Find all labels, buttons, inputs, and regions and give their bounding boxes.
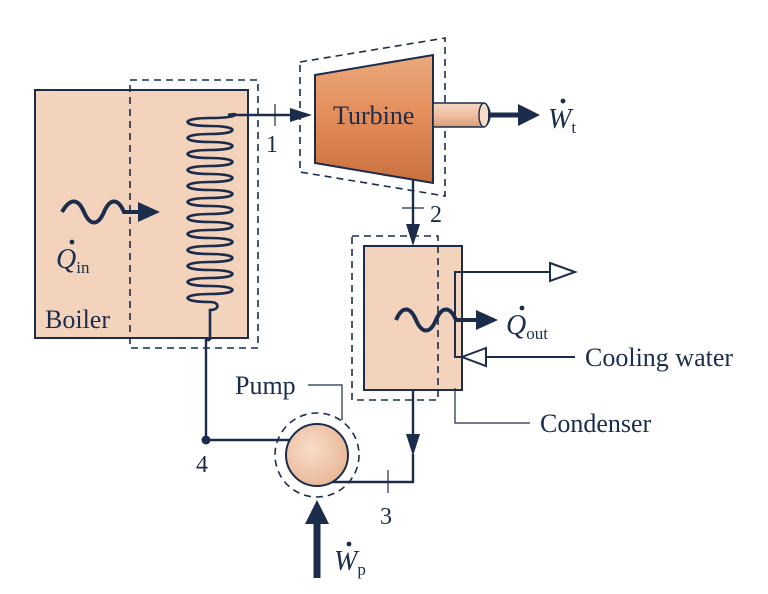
state-4-label: 4 bbox=[196, 452, 208, 478]
pump-control-volume bbox=[274, 412, 360, 498]
boiler-control-volume bbox=[129, 79, 259, 349]
heat-out-dot bbox=[519, 305, 525, 311]
cooling-water-in-arrow bbox=[459, 346, 487, 368]
heat-in-arrowhead bbox=[138, 202, 160, 222]
cooling-water-out-arrow bbox=[549, 261, 578, 283]
state-3-label: 3 bbox=[380, 504, 392, 530]
pump-work-symbol: Wp bbox=[334, 546, 366, 579]
turbine-label: Turbine bbox=[333, 101, 414, 130]
pump-work-dot bbox=[346, 541, 352, 547]
pump-leader bbox=[308, 384, 343, 420]
heat-out-wave bbox=[394, 307, 478, 333]
pipe-2-arrowhead bbox=[406, 224, 420, 246]
boiler-coil bbox=[186, 112, 237, 340]
work-out-arrowhead bbox=[518, 104, 540, 126]
heat-in-dot bbox=[69, 239, 75, 245]
state-4-node bbox=[201, 435, 211, 445]
turbine-work-symbol: Wt bbox=[548, 104, 576, 137]
condenser-label: Condenser bbox=[540, 409, 652, 438]
turbine-body bbox=[314, 53, 434, 185]
state-2-label: 2 bbox=[430, 202, 442, 228]
pump-body bbox=[285, 423, 349, 487]
condenser-leader bbox=[454, 388, 530, 424]
pump-work-arrowhead bbox=[305, 500, 329, 524]
pipe-1-arrowhead bbox=[290, 108, 312, 122]
heat-out-symbol: Qout bbox=[506, 310, 548, 343]
pipe-state-4 bbox=[204, 338, 290, 442]
state-1-label: 1 bbox=[266, 132, 278, 158]
turbine-work-dot bbox=[560, 98, 566, 104]
pipe-3-arrowhead bbox=[406, 434, 420, 456]
pump-label: Pump bbox=[235, 371, 296, 400]
heat-in-wave bbox=[60, 199, 138, 225]
heat-in-symbol: Qin bbox=[56, 244, 90, 277]
turbine-control-volume bbox=[299, 37, 446, 197]
heat-out-arrowhead bbox=[476, 310, 498, 330]
boiler-label: Boiler bbox=[45, 305, 110, 334]
turbine-shaft-end bbox=[478, 102, 490, 128]
cooling-water-label: Cooling water bbox=[585, 343, 733, 372]
